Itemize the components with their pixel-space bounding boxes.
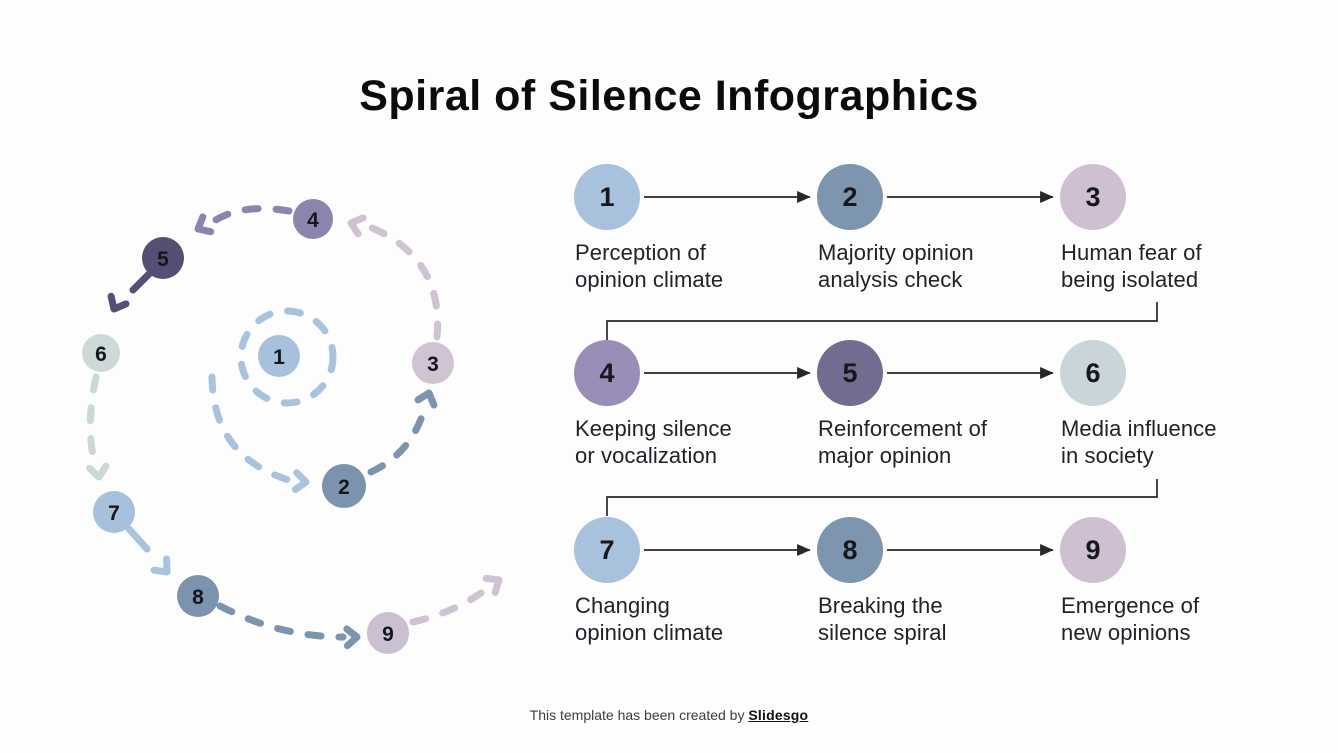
spiral-arrowhead (347, 214, 367, 238)
spiral-segment (129, 268, 155, 294)
step-circle-4: 4 (574, 340, 640, 406)
spiral-node-7 (93, 491, 135, 533)
step-circle-5: 5 (817, 340, 883, 406)
step-circle-3: 3 (1060, 164, 1126, 230)
step-number: 9 (1085, 534, 1101, 565)
spiral-node-3 (412, 342, 454, 384)
step-number: 4 (599, 357, 615, 388)
spiral-node-6 (82, 334, 120, 372)
spiral-inner-ring (237, 307, 337, 407)
spiral-arrowhead (343, 625, 361, 650)
step-circle-1: 1 (574, 164, 640, 230)
spiral-arrowhead (107, 292, 130, 313)
spiral-node-9 (367, 612, 409, 654)
spiral-segment (409, 589, 485, 626)
spiral-node-number: 7 (108, 502, 120, 525)
page-title: Spiral of Silence Infographics (359, 72, 979, 120)
spiral-arrowhead (414, 389, 438, 409)
spiral-arrowhead (291, 469, 310, 493)
spiral-segment (86, 373, 100, 467)
spiral-node-number: 8 (192, 586, 204, 609)
spiral-node-number: 9 (382, 623, 394, 646)
spiral-segment (125, 525, 151, 553)
spiral-arrowhead (150, 555, 171, 576)
spiral-segment (210, 205, 293, 225)
spiral-node-number: 1 (273, 346, 285, 369)
spiral-node-1 (258, 335, 300, 377)
step-circle-8: 8 (817, 517, 883, 583)
credit-text: This template has been created by (529, 707, 749, 723)
credit-line: This template has been created by Slides… (0, 707, 1338, 723)
spiral-node-8 (177, 575, 219, 617)
spiral-arrowhead (482, 574, 503, 596)
step-number: 1 (599, 181, 615, 212)
spiral-path-group: 1 2 3 4 5 6 7 8 9 (82, 199, 503, 654)
step-circle-2: 2 (817, 164, 883, 230)
step-circle-7: 7 (574, 517, 640, 583)
spiral-segment (216, 602, 347, 641)
spiral-node-number: 4 (307, 209, 319, 232)
spiral-node-number: 6 (95, 343, 107, 366)
spiral-segment (366, 223, 442, 341)
step-circle-6: 6 (1060, 340, 1126, 406)
step-number: 8 (842, 534, 858, 565)
row-connector-6-7 (606, 479, 1158, 516)
spiral-arrowhead (86, 462, 110, 481)
spiral-node-number: 5 (157, 248, 169, 271)
spiral-arrowhead (194, 213, 215, 236)
spiral-node-number: 3 (427, 353, 439, 376)
spiral-segment (208, 373, 296, 485)
step-circle-9: 9 (1060, 517, 1126, 583)
row-connector-3-4 (606, 302, 1158, 340)
step-number: 5 (842, 357, 858, 388)
step-number: 3 (1085, 181, 1101, 212)
step-number: 2 (842, 181, 858, 212)
spiral-segment (367, 399, 430, 476)
spiral-node-2 (322, 464, 366, 508)
spiral-node-number: 2 (338, 476, 350, 499)
step-number: 7 (599, 534, 615, 565)
step-number: 6 (1085, 357, 1101, 388)
spiral-node-5 (142, 237, 184, 279)
spiral-node-4 (293, 199, 333, 239)
brand-link[interactable]: Slidesgo (748, 707, 809, 723)
